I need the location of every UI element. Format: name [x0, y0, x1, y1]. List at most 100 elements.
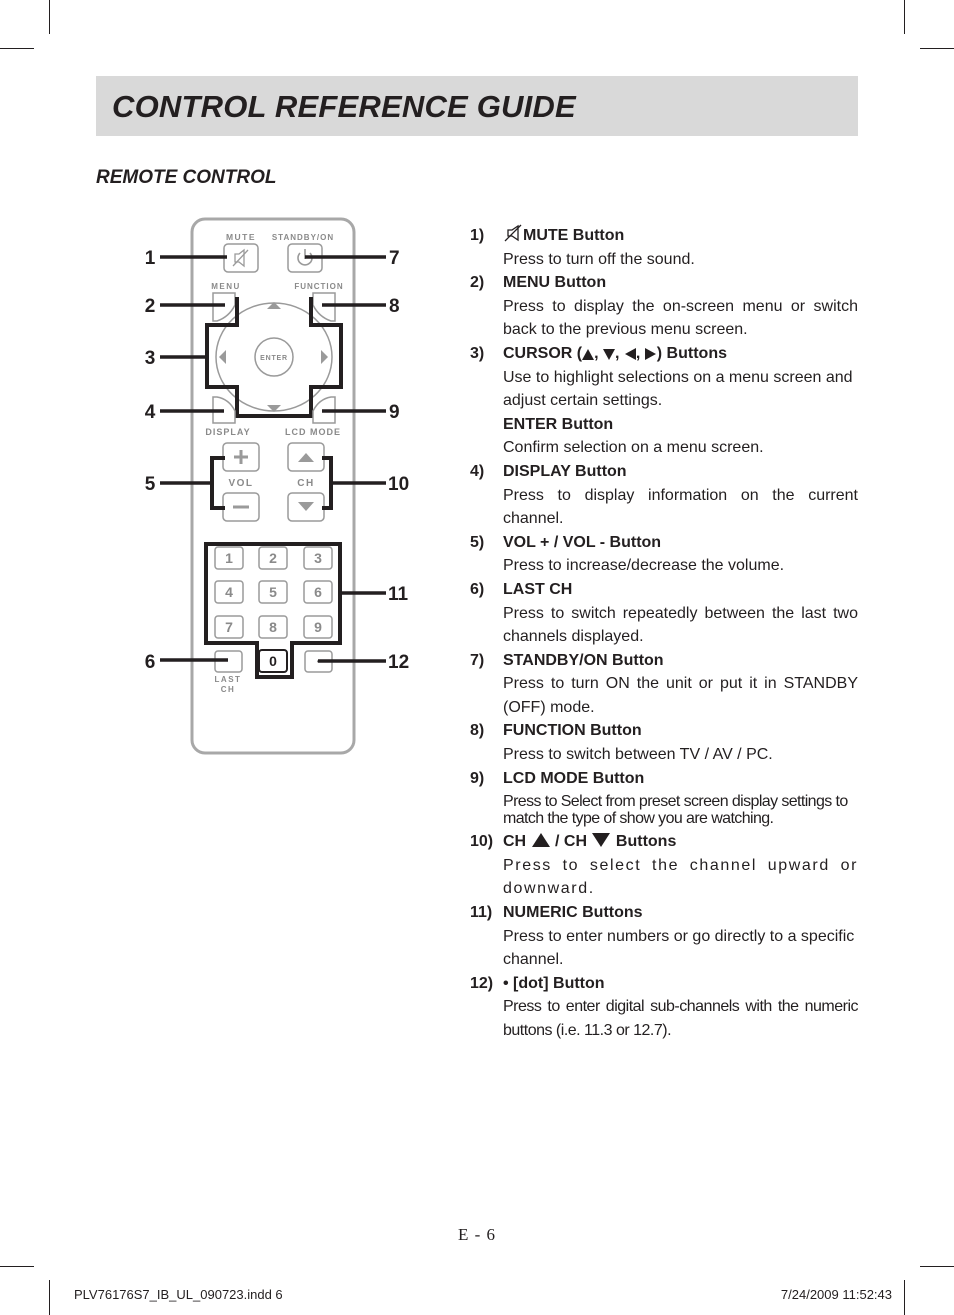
item-heading: NUMERIC Buttons — [503, 904, 643, 922]
item-heading: MUTE Button — [503, 224, 858, 248]
keypad-button[interactable] — [214, 615, 244, 639]
keypad-button[interactable] — [303, 580, 333, 604]
callout-number: 3 — [145, 348, 156, 369]
item-description: Press to increase/decrease the volume. — [503, 557, 785, 575]
item-heading: CH / CH Buttons — [503, 833, 677, 851]
ch-up-button[interactable] — [287, 442, 325, 472]
callout-number: 12 — [388, 652, 409, 673]
crop-mark — [0, 48, 34, 49]
callout-number: 9 — [389, 402, 400, 423]
vol-label: VOL — [228, 478, 253, 489]
ch-down-button[interactable] — [287, 492, 325, 522]
keypad-label: 6 — [314, 584, 322, 600]
item-subheading: ENTER Button — [503, 415, 614, 433]
list-item: 12) • [dot] Button Press to enter digita… — [470, 972, 859, 1043]
item-heading: LAST CH — [503, 580, 573, 598]
item-heading: LCD MODE Button — [503, 769, 645, 787]
item-number: 4) — [470, 462, 485, 480]
title-bar: CONTROL REFERENCE GUIDE — [96, 76, 858, 136]
list-item: 1) MUTE Button Press to turn off the sou… — [470, 224, 858, 271]
up-arrow-icon — [582, 348, 595, 360]
keypad-label: 7 — [225, 619, 233, 635]
list-item: 5) VOL + / VOL - Button Press to increas… — [470, 531, 858, 578]
item-description: Press to enter numbers or go directly to… — [503, 927, 855, 969]
callout-number: 8 — [389, 296, 400, 317]
item-description: Press to switch between TV / AV / PC. — [503, 746, 773, 764]
section-subtitle: REMOTE CONTROL — [96, 167, 277, 188]
keypad-button[interactable] — [258, 546, 288, 570]
enter-button[interactable] — [254, 337, 294, 377]
crop-mark — [49, 0, 50, 34]
remote-control-illustration: MUTE STANDBY/ON MENU FUNCTION — [145, 217, 409, 755]
item-heading: MENU Button — [503, 274, 607, 292]
ch-down-icon — [298, 502, 314, 511]
item-description: Press to display the on-screen menu or s… — [503, 297, 858, 339]
cursor-up-icon[interactable] — [267, 302, 281, 309]
keypad-button[interactable] — [258, 580, 288, 604]
keypad-button[interactable] — [258, 615, 288, 639]
cursor-left-icon[interactable] — [219, 350, 226, 364]
button-descriptions: 1) MUTE Button Press to turn off the sou… — [470, 224, 859, 1043]
vol-down-button[interactable] — [222, 492, 260, 522]
last-label: LAST — [215, 675, 242, 684]
callout-number: 2 — [145, 296, 156, 317]
keypad-label: 8 — [269, 619, 277, 635]
callout-number: 7 — [389, 248, 400, 269]
keypad-button[interactable] — [303, 546, 333, 570]
function-button[interactable] — [312, 292, 336, 322]
crop-mark — [920, 1266, 954, 1267]
keypad-button[interactable] — [214, 546, 244, 570]
list-item: 7) STANDBY/ON Button Press to turn ON th… — [470, 649, 858, 720]
vol-up-button[interactable] — [222, 442, 260, 472]
page-number: E - 6 — [457, 1225, 497, 1244]
menu-button[interactable] — [212, 292, 236, 322]
keypad-button[interactable] — [303, 615, 333, 639]
list-item: 2) MENU Button Press to display the on-s… — [470, 271, 858, 342]
item-number: 7) — [470, 651, 485, 669]
item-number: 3) — [470, 344, 485, 362]
standby-label: STANDBY/ON — [272, 233, 334, 242]
callout-number: 6 — [145, 652, 156, 673]
callout-number: 10 — [388, 474, 409, 495]
item-number: 10) — [470, 833, 494, 851]
list-item: 11) NUMERIC Buttons Press to enter numbe… — [470, 901, 858, 972]
callout-number: 11 — [388, 584, 409, 605]
ch-down-arrow-icon — [592, 833, 611, 848]
menu-label: MENU — [211, 282, 241, 291]
list-item: 9) LCD MODE Button Press to Select from … — [470, 767, 858, 831]
mute-icon — [232, 248, 249, 268]
item-number: 11) — [470, 904, 493, 922]
keypad-button[interactable] — [214, 580, 244, 604]
down-arrow-icon — [603, 348, 615, 360]
keypad-label: 3 — [314, 550, 322, 566]
page-title: CONTROL REFERENCE GUIDE — [112, 89, 576, 124]
item-description: Press to display information on the curr… — [503, 486, 858, 528]
keypad-label: 0 — [269, 653, 277, 669]
crop-mark — [49, 1280, 50, 1315]
list-item: 4) DISPLAY Button Press to display infor… — [470, 460, 858, 531]
item-number: 5) — [470, 533, 485, 551]
dpad: ENTER — [215, 302, 333, 412]
lcd-mode-label: LCD MODE — [285, 427, 341, 437]
item-heading: STANDBY/ON Button — [503, 651, 664, 669]
crop-mark — [904, 1280, 905, 1315]
ch-up-arrow-icon — [531, 833, 550, 848]
left-arrow-icon — [624, 347, 636, 360]
item-heading: DISPLAY Button — [503, 462, 627, 480]
crop-mark — [904, 0, 905, 34]
item-number: 8) — [470, 722, 485, 740]
keypad-highlight-frame — [204, 542, 342, 679]
cursor-right-icon[interactable] — [321, 350, 328, 364]
callout-number: 4 — [145, 402, 156, 423]
item-description: Use to highlight selections on a menu sc… — [503, 368, 853, 410]
mute-label: MUTE — [226, 232, 256, 242]
keypad-label: 1 — [225, 550, 233, 566]
callout-number: 1 — [145, 248, 156, 269]
ch-label: CH — [297, 478, 314, 489]
last-ch-label: CH — [221, 685, 236, 694]
cursor-down-icon[interactable] — [267, 405, 281, 412]
file-name: PLV76176S7_IB_UL_090723.indd 6 — [74, 1287, 283, 1302]
crop-mark — [0, 1266, 34, 1267]
mute-button[interactable] — [223, 243, 259, 273]
